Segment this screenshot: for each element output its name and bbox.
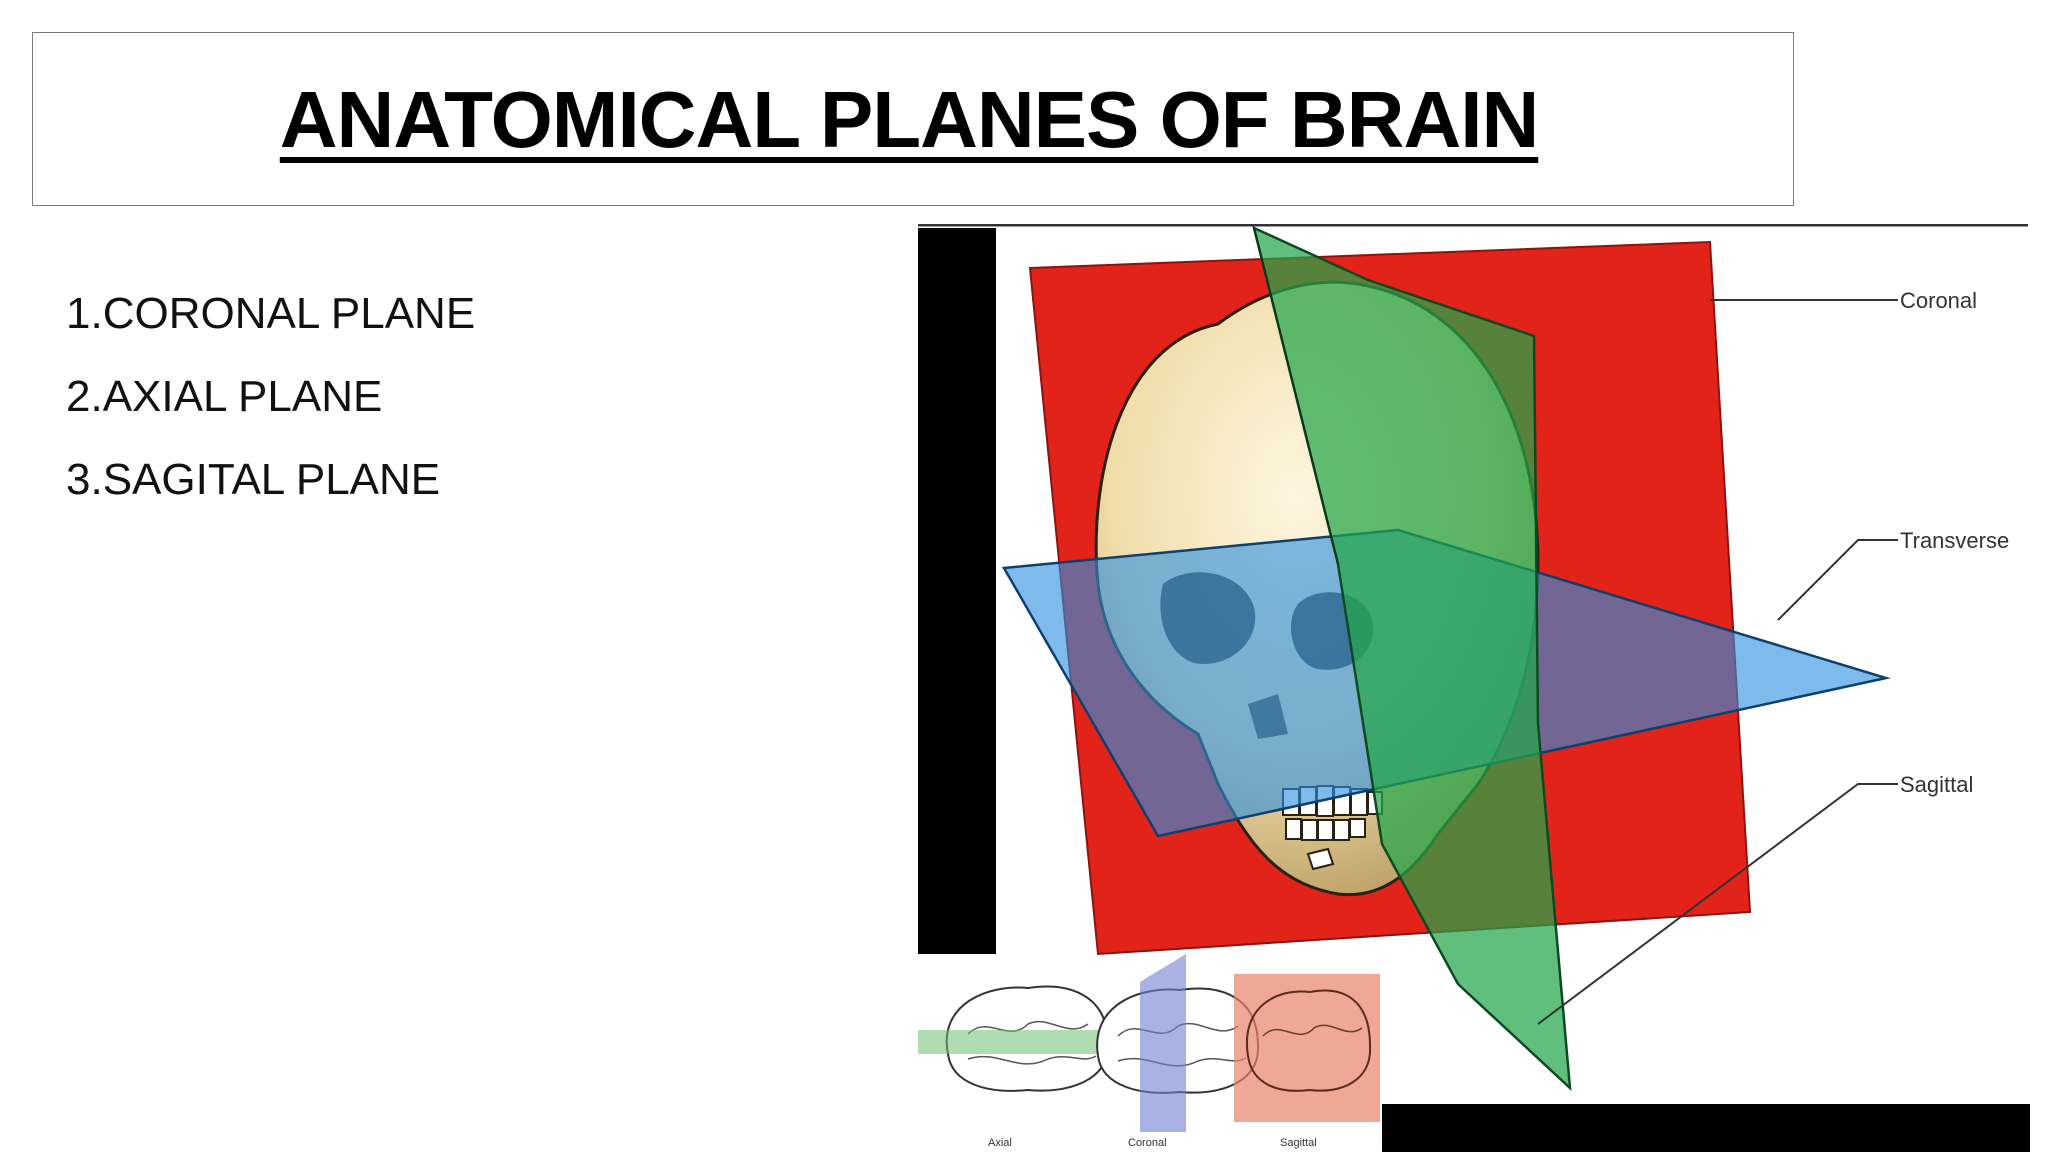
planes-illustration: Coronal Transverse Sagittal Axial Corona… <box>918 224 2030 1152</box>
transverse-leader-line <box>1777 539 1898 621</box>
coronal-label: Coronal <box>1900 288 1977 313</box>
sagittal-label: Sagittal <box>1900 772 1973 797</box>
plane-list-item-sagittal: 3.SAGITAL PLANE <box>66 455 441 504</box>
title-box: ANATOMICAL PLANES OF BRAIN <box>32 32 1794 206</box>
svg-text:Coronal: Coronal <box>1128 1137 1167 1149</box>
plane-list-item-coronal: 1.CORONAL PLANE <box>66 289 476 338</box>
slide-title: ANATOMICAL PLANES OF BRAIN <box>279 75 1539 164</box>
anatomical-planes-figure: Coronal Transverse Sagittal Axial Corona… <box>918 224 2030 1152</box>
leader-lines <box>1537 299 1898 1025</box>
transverse-label: Transverse <box>1900 528 2009 553</box>
brain-thumbnail-axial: Axial <box>918 985 1132 1149</box>
sagittal-plane <box>1252 225 1572 1092</box>
black-side-bar <box>918 228 996 954</box>
svg-text:Axial: Axial <box>988 1137 1012 1149</box>
plane-intersection-line <box>1253 227 1339 565</box>
plane-list: 1.CORONAL PLANE 2.AXIAL PLANE 3.SAGITAL … <box>66 283 475 532</box>
sagittal-leader-line <box>1537 783 1898 1025</box>
black-bottom-bar <box>1382 1104 2030 1152</box>
brain-thumbnail-sagittal: Sagittal <box>1234 974 1380 1149</box>
sagittal-slice-band <box>1234 974 1380 1122</box>
plane-list-item-axial: 2.AXIAL PLANE <box>66 372 383 421</box>
coronal-slice-band <box>1140 954 1186 1132</box>
svg-text:Sagittal: Sagittal <box>1280 1137 1317 1149</box>
brain-thumbnail-coronal: Coronal <box>1096 954 1260 1149</box>
